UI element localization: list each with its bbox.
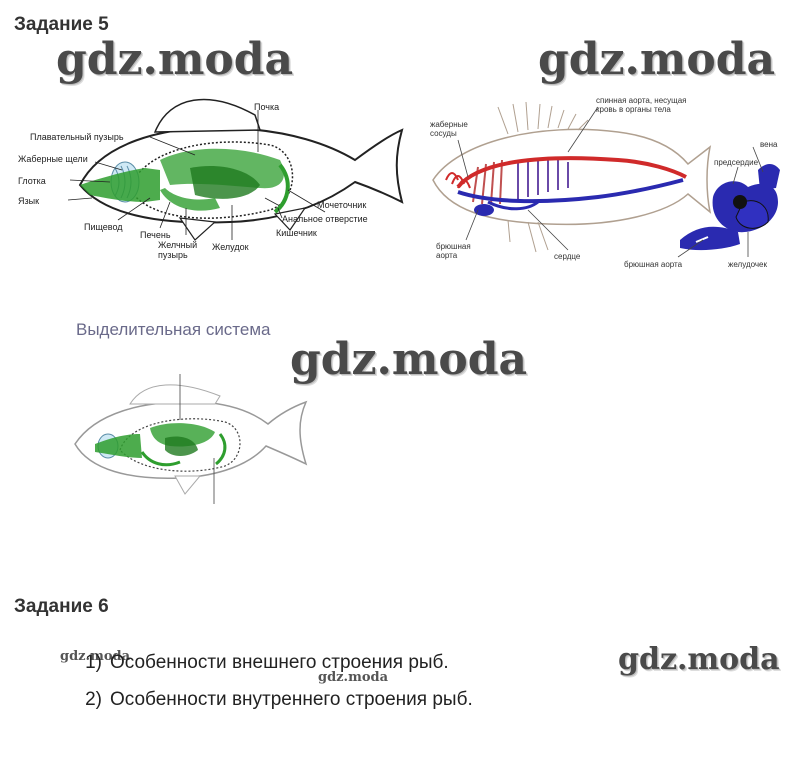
excretory-diagram	[70, 372, 310, 506]
task6-item-1: 1) Особенности внешнего строения рыб.	[74, 652, 449, 674]
digestive-diagram: Почка Плавательный пузырь Жаберные щели …	[10, 90, 410, 270]
watermark-6: gdz.moda	[318, 670, 389, 685]
task6-item-2: 2) Особенности внутреннего строения рыб.	[74, 689, 473, 711]
label-liver: Печень	[140, 230, 171, 240]
label-ventral-aorta: брюшная аорта	[436, 242, 471, 260]
label-stomach: Желудок	[212, 242, 249, 252]
excretory-title: Выделительная система	[76, 320, 271, 339]
task6-item-1-text: Особенности внешнего строения рыб.	[110, 652, 449, 673]
label-kidney: Почка	[254, 102, 280, 112]
label-intestine: Кишечник	[276, 228, 317, 238]
label-gill-vessels: жаберные сосуды	[430, 120, 468, 138]
label-ureter: Мочеточник	[317, 200, 367, 210]
task6-item-2-text: Особенности внутреннего строения рыб.	[110, 689, 473, 710]
label-heart: сердце	[554, 252, 581, 261]
label-pharynx: Глотка	[18, 176, 46, 186]
label-tongue: Язык	[18, 196, 40, 206]
label-dorsal-aorta: спинная аорта, несущая кровь в органы те…	[596, 96, 687, 114]
watermark-2: gdz.moda	[538, 34, 776, 85]
watermark-5: gdz.moda	[60, 649, 131, 664]
watermark-3: gdz.moda	[290, 334, 528, 385]
circulatory-diagram: жаберные сосуды спинная аорта, несущая к…	[418, 92, 790, 272]
label-gallbladder: Желчный пузырь	[158, 240, 198, 260]
excretory-fish-svg	[74, 374, 308, 504]
task6-item-1-num: 1)	[85, 652, 102, 673]
circulatory-fish-svg	[432, 101, 780, 258]
task6-item-2-num: 2)	[85, 689, 102, 710]
label-atrium: предсердие	[714, 158, 759, 167]
watermark-1: gdz.moda	[56, 34, 294, 85]
digestive-leader-lines	[67, 110, 326, 240]
task5-heading: Задание 5	[14, 14, 109, 35]
label-vein: вена	[760, 140, 778, 149]
label-ventral-aorta-2: брюшная аорта	[624, 260, 683, 269]
label-ventricle: желудочек	[728, 260, 767, 269]
watermark-4: gdz.moda	[618, 642, 780, 677]
label-anal-opening: Анальное отверстие	[282, 214, 368, 224]
task6-heading: Задание 6	[14, 596, 109, 617]
label-gill-slits: Жаберные щели	[18, 154, 88, 164]
label-swim-bladder: Плавательный пузырь	[30, 132, 124, 142]
digestive-fish-svg	[78, 98, 404, 241]
label-esophagus: Пищевод	[84, 222, 123, 232]
